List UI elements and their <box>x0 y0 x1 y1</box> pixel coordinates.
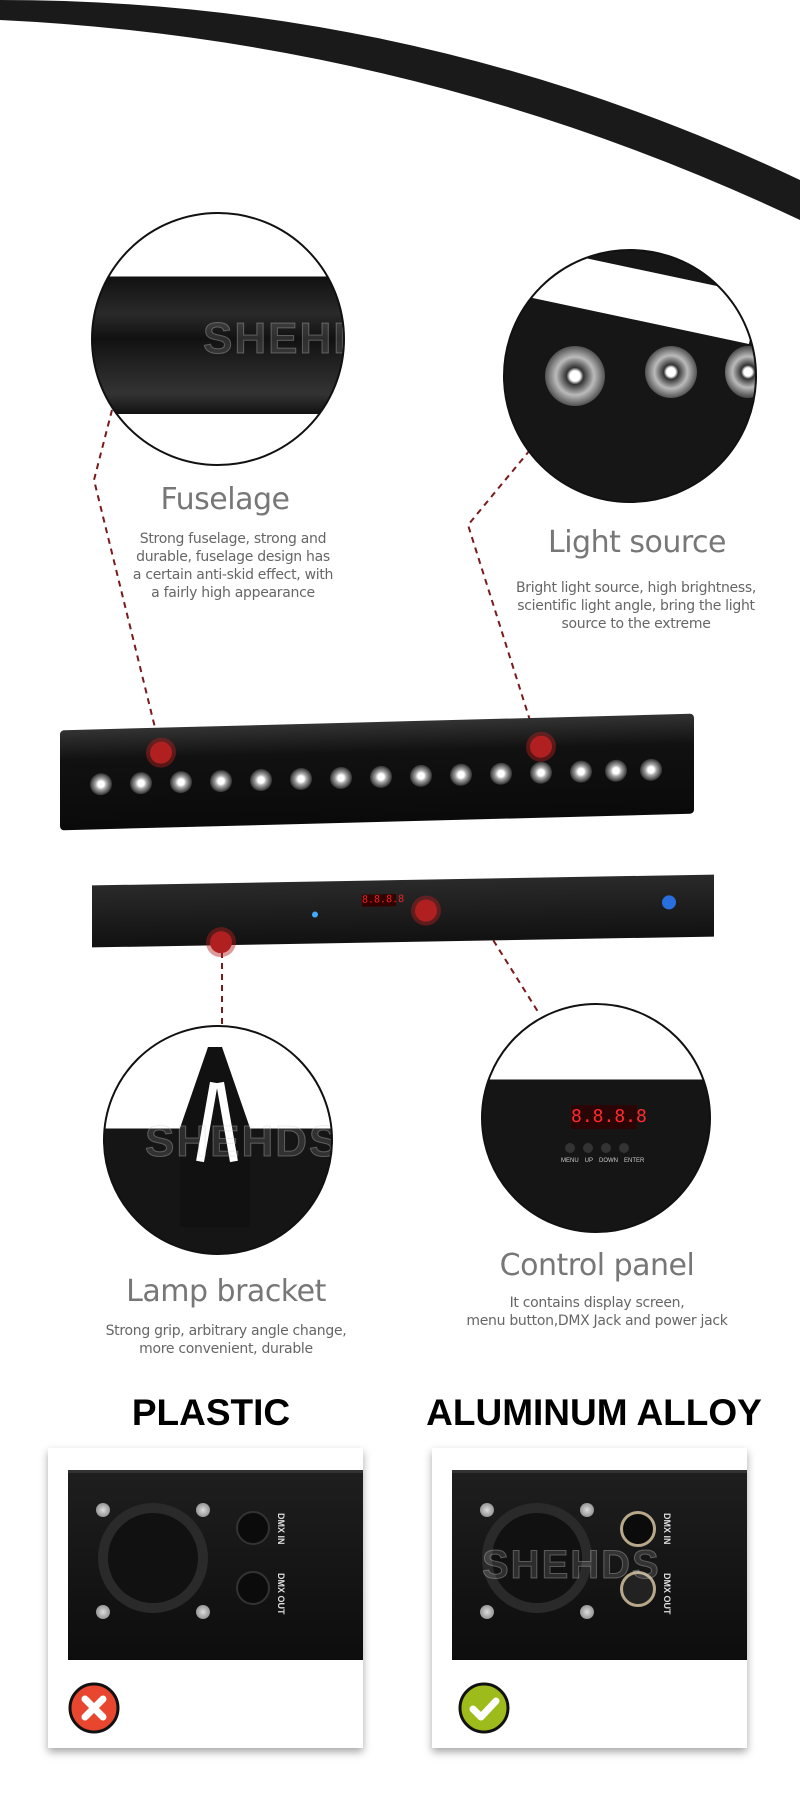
button-label-up: UP <box>584 1158 594 1164</box>
desc-line: scientific light angle, bring the light <box>517 598 755 614</box>
fuselage-description: Strong fuselage, strong and durable, fus… <box>133 530 333 602</box>
lamp-bracket-detail-image: SHEHDS <box>103 1025 333 1255</box>
button-label-enter: ENTER <box>624 1158 645 1164</box>
hotspot-control-panel <box>415 899 437 922</box>
button-label-down: DOWN <box>599 1158 619 1164</box>
watermark: SHEHDS <box>482 1543 661 1588</box>
lamp-bracket-title: Lamp bracket <box>126 1274 326 1309</box>
desc-line: a fairly high appearance <box>151 585 315 601</box>
desc-line: more convenient, durable <box>139 1341 313 1357</box>
plastic-heading: PLASTIC <box>131 1392 291 1433</box>
aluminum-card: DMX IN DMX OUT SHEHDS <box>432 1448 747 1748</box>
decorative-swoosh <box>0 0 800 220</box>
dmx-in-label: DMX IN <box>276 1513 286 1545</box>
desc-line: durable, fuselage design has <box>136 549 330 565</box>
hotspot-fuselage <box>150 741 172 764</box>
check-icon <box>458 1682 510 1734</box>
light-source-title: Light source <box>547 525 727 560</box>
light-source-description: Bright light source, high brightness, sc… <box>516 579 756 633</box>
led-display: 8.8.8.8 <box>571 1105 647 1129</box>
control-panel-title: Control panel <box>499 1248 695 1283</box>
light-bar-rear: 8.8.8.8 <box>92 874 714 954</box>
dmx-out-label: DMX OUT <box>276 1573 286 1615</box>
light-source-detail-image <box>503 249 757 503</box>
dmx-out-label: DMX OUT <box>662 1573 672 1615</box>
hotspot-light-source <box>530 735 552 758</box>
light-bar-front <box>60 713 694 831</box>
desc-line: menu button,DMX Jack and power jack <box>466 1313 728 1329</box>
fuselage-detail-image: SHEHDS <box>91 212 345 466</box>
desc-line: a certain anti-skid effect, with <box>132 567 334 583</box>
dmx-in-label: DMX IN <box>662 1513 672 1545</box>
desc-line: Strong fuselage, strong and <box>139 531 327 547</box>
button-label-menu: MENU <box>561 1158 579 1164</box>
panel-buttons <box>565 1143 629 1153</box>
rear-display: 8.8.8.8 <box>362 893 405 907</box>
fuselage-title: Fuselage <box>160 482 290 517</box>
control-panel-detail-image: 8.8.8.8 MENU UP DOWN ENTER <box>481 1003 711 1233</box>
desc-line: Bright light source, high brightness, <box>516 580 756 596</box>
desc-line: It contains display screen, <box>509 1295 685 1311</box>
cross-icon <box>68 1682 120 1734</box>
desc-line: source to the extreme <box>561 616 711 632</box>
watermark: SHEHDS <box>202 314 343 364</box>
watermark: SHEHDS <box>144 1117 333 1167</box>
aluminum-heading: ALUMINUM ALLOY <box>426 1392 762 1433</box>
control-panel-description: It contains display screen, menu button,… <box>466 1294 728 1330</box>
lamp-bracket-description: Strong grip, arbitrary angle change, mor… <box>106 1322 347 1358</box>
desc-line: Strong grip, arbitrary angle change, <box>105 1323 347 1339</box>
plastic-card: DMX IN DMX OUT <box>48 1448 363 1748</box>
